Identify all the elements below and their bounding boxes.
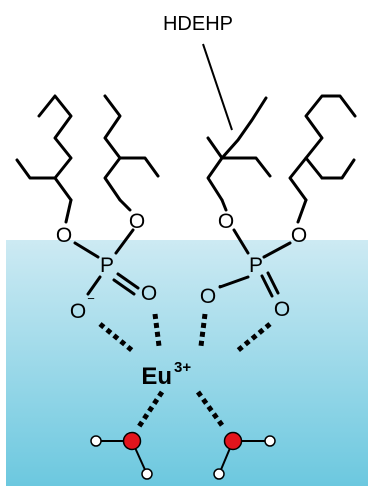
right-ethyl-branch-c — [220, 96, 268, 160]
coordination-bond-water-left — [135, 390, 165, 430]
left-alkyl-chain-a — [37, 94, 73, 202]
left-oxygen-ester-a: O — [56, 224, 72, 247]
left-p-o-double-bond-1 — [116, 272, 140, 290]
label-pointer-line — [202, 43, 233, 131]
right-hdehp-molecule: O O P O − O — [200, 94, 357, 321]
left-c-o-bond-a — [64, 198, 73, 224]
right-o-p-bond-d — [262, 241, 292, 259]
right-c-o-bond-c — [220, 198, 228, 212]
coordination-bond-left-anion — [98, 322, 136, 354]
right-p-o-double-bond-2 — [266, 271, 280, 295]
water-right-hydrogen-atom-2 — [213, 468, 225, 480]
right-c-o-bond-d — [296, 198, 308, 224]
left-oxygen-anion-charge: − — [87, 291, 95, 306]
left-p-o-double-bond-2 — [112, 278, 136, 296]
left-alkyl-chain-b — [103, 94, 122, 202]
coordination-bond-right-double — [234, 322, 272, 354]
water-molecule-right — [213, 431, 276, 480]
water-left-oxygen-atom — [122, 431, 142, 451]
right-p-o-double-bond-1 — [260, 274, 274, 298]
left-phosphorus: P — [100, 254, 114, 277]
right-branch-link-d — [304, 156, 324, 180]
left-o-p-bond-b — [114, 228, 135, 255]
right-oxygen-anion-charge: − — [218, 278, 226, 293]
left-p-o-minus-bond — [86, 275, 102, 296]
left-ethyl-branch-a — [15, 158, 57, 180]
coordination-bond-water-right — [195, 390, 227, 430]
right-alkyl-chain-d — [288, 94, 357, 202]
water-molecule-left — [90, 431, 153, 480]
left-oxygen-double: O — [141, 282, 157, 305]
left-ethyl-branch-b — [118, 156, 160, 178]
right-oxygen-ester-c: O — [218, 210, 234, 233]
left-oxygen-ester-b: O — [129, 210, 145, 233]
water-left-hydrogen-atom-2 — [141, 468, 153, 480]
right-ethyl-branch-d — [320, 158, 356, 180]
water-left-hydrogen-atom-1 — [90, 435, 102, 447]
hdehp-label: HDEHP — [163, 13, 233, 35]
right-o-p-bond-c — [232, 228, 250, 255]
water-right-oxygen-atom — [223, 431, 243, 451]
right-phosphorus: P — [249, 254, 263, 277]
left-oxygen-anion: O — [70, 300, 86, 323]
left-o-p-bond-a — [73, 241, 100, 259]
right-oxygen-double: O — [274, 298, 290, 321]
right-p-o-minus-bond — [218, 275, 250, 289]
left-c-o-bond-b — [118, 198, 132, 212]
right-ethyl-branch-c2 — [236, 156, 272, 178]
europium-ion-symbol: Eu — [141, 363, 172, 390]
water-right-hydrogen-atom-1 — [264, 435, 276, 447]
left-hdehp-molecule: O O P O O − — [15, 94, 160, 323]
right-oxygen-anion: O — [200, 285, 216, 308]
right-alkyl-chain-c — [206, 136, 224, 202]
right-oxygen-ester-d: O — [291, 224, 307, 247]
europium-ion-charge: 3+ — [174, 359, 191, 376]
aqueous-phase — [6, 240, 368, 486]
